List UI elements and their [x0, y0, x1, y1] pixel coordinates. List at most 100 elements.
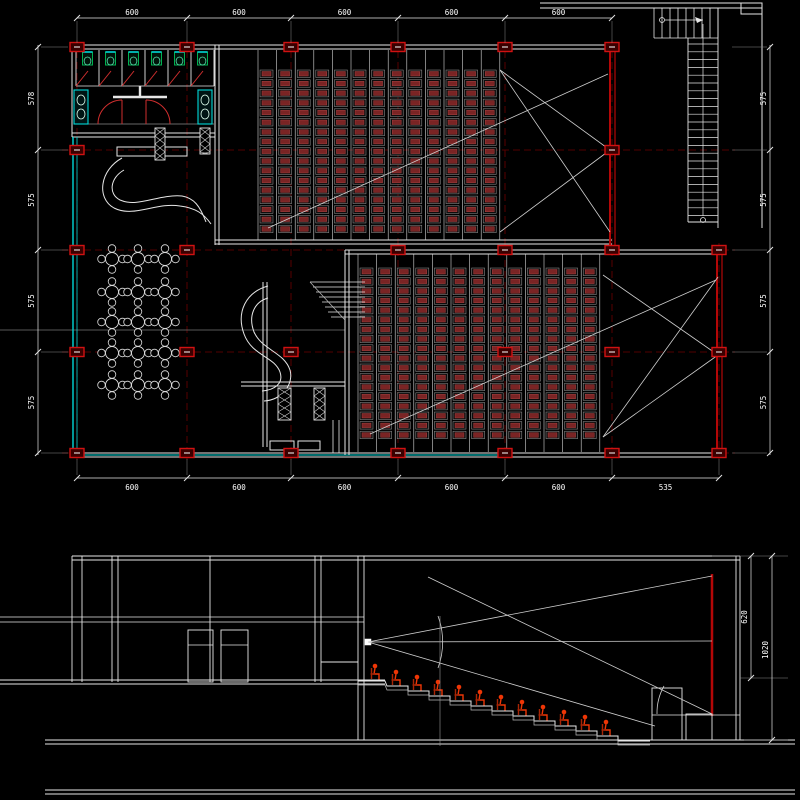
seat-cushion — [436, 336, 446, 342]
door-swing-arc — [145, 99, 171, 125]
seat-cushion — [485, 168, 495, 174]
stall-door-swing — [75, 70, 89, 87]
seat-cushion — [510, 336, 520, 342]
seat-cushion — [317, 119, 327, 125]
seat-cushion — [417, 269, 427, 275]
stair-guide-start — [659, 17, 665, 23]
dim-label-left: 575 — [27, 396, 36, 410]
door-leaf — [297, 440, 321, 451]
figure-body — [541, 708, 548, 721]
seat-cushion — [361, 413, 372, 419]
seat-cushion — [280, 148, 290, 154]
seat-cushion — [373, 148, 383, 154]
chair — [160, 370, 170, 379]
seat-cushion — [473, 307, 483, 313]
seat-cushion — [336, 100, 346, 106]
dim-label-top: 600 — [338, 8, 352, 17]
table — [131, 285, 145, 299]
seat-cushion — [547, 403, 558, 409]
figure-body — [520, 703, 527, 716]
seat-cushion — [280, 110, 290, 116]
chair — [133, 370, 143, 379]
seat-cushion — [417, 307, 427, 313]
seat-cushion — [447, 110, 458, 116]
figure-head — [393, 669, 399, 675]
seat-cushion — [417, 394, 427, 399]
seat-cushion — [429, 148, 439, 154]
seat-cushion — [485, 148, 495, 154]
seat-cushion — [529, 288, 539, 294]
seat-cushion — [585, 432, 595, 438]
seat-cushion — [317, 129, 327, 135]
seat-cushion — [466, 158, 476, 164]
seat-cushion — [566, 403, 576, 409]
seat-cushion — [510, 413, 520, 419]
figure-chair — [370, 668, 375, 679]
toilet-bowl — [152, 56, 161, 66]
seat-cushion — [380, 336, 390, 342]
seat-cushion — [529, 278, 539, 284]
seat-cushion — [585, 355, 595, 361]
seat-cushion — [280, 187, 290, 193]
table — [158, 252, 172, 266]
seat-cushion — [261, 226, 272, 232]
seat-cushion — [299, 168, 309, 174]
seat-cushion — [529, 317, 539, 323]
seat-cushion — [466, 139, 476, 145]
seat-cushion — [454, 278, 465, 284]
seat-cushion — [380, 355, 390, 361]
seat-cushion — [399, 269, 409, 275]
seat-cushion — [392, 177, 402, 183]
wall-line — [199, 135, 211, 145]
seat-cushion — [261, 90, 272, 96]
seat-cushion — [447, 90, 458, 96]
seat-cushion — [547, 336, 558, 342]
seat-cushion — [261, 100, 272, 106]
seat-cushion — [392, 216, 402, 222]
seat-cushion — [380, 432, 390, 438]
seat-cushion — [454, 298, 465, 303]
figure-head — [477, 689, 483, 695]
seat-cushion — [436, 326, 446, 332]
figure-body — [457, 688, 464, 701]
seat-cushion — [585, 326, 595, 332]
table — [105, 285, 119, 299]
seat-cushion — [585, 374, 595, 380]
dim-tick — [768, 736, 776, 744]
seat-cushion — [447, 187, 458, 193]
seat-cushion — [417, 298, 427, 303]
seat-cushion — [436, 307, 446, 313]
seat-cushion — [380, 403, 390, 409]
seat-cushion — [361, 278, 372, 284]
seat-cushion — [317, 177, 327, 183]
figure-chair — [454, 689, 459, 700]
seat-cushion — [410, 129, 420, 135]
seat-cushion — [510, 394, 520, 399]
seat-cushion — [429, 207, 439, 213]
chair — [107, 265, 117, 274]
section-audience — [370, 663, 611, 736]
seat-cushion — [547, 346, 558, 351]
seat-cushion — [392, 90, 402, 96]
seat-cushion — [485, 177, 495, 183]
seat-cushion — [399, 288, 409, 294]
seat-cushion — [361, 307, 372, 313]
stall-door-swing — [190, 70, 204, 87]
seat-cushion — [510, 384, 520, 390]
seat-cushion — [466, 207, 476, 213]
seat-cushion — [454, 317, 465, 323]
seat-cushion — [317, 207, 327, 213]
seat-cushion — [447, 197, 458, 203]
seat-cushion — [392, 187, 402, 193]
seat-cushion — [492, 384, 502, 390]
seat-cushion — [566, 432, 576, 438]
seat-cushion — [429, 129, 439, 135]
seat-cushion — [436, 269, 446, 275]
seat-cushion — [447, 216, 458, 222]
table — [158, 315, 172, 329]
seat-cushion — [547, 394, 558, 399]
seat-cushion — [473, 355, 483, 361]
chair — [150, 380, 159, 390]
seat-cushion — [373, 177, 383, 183]
